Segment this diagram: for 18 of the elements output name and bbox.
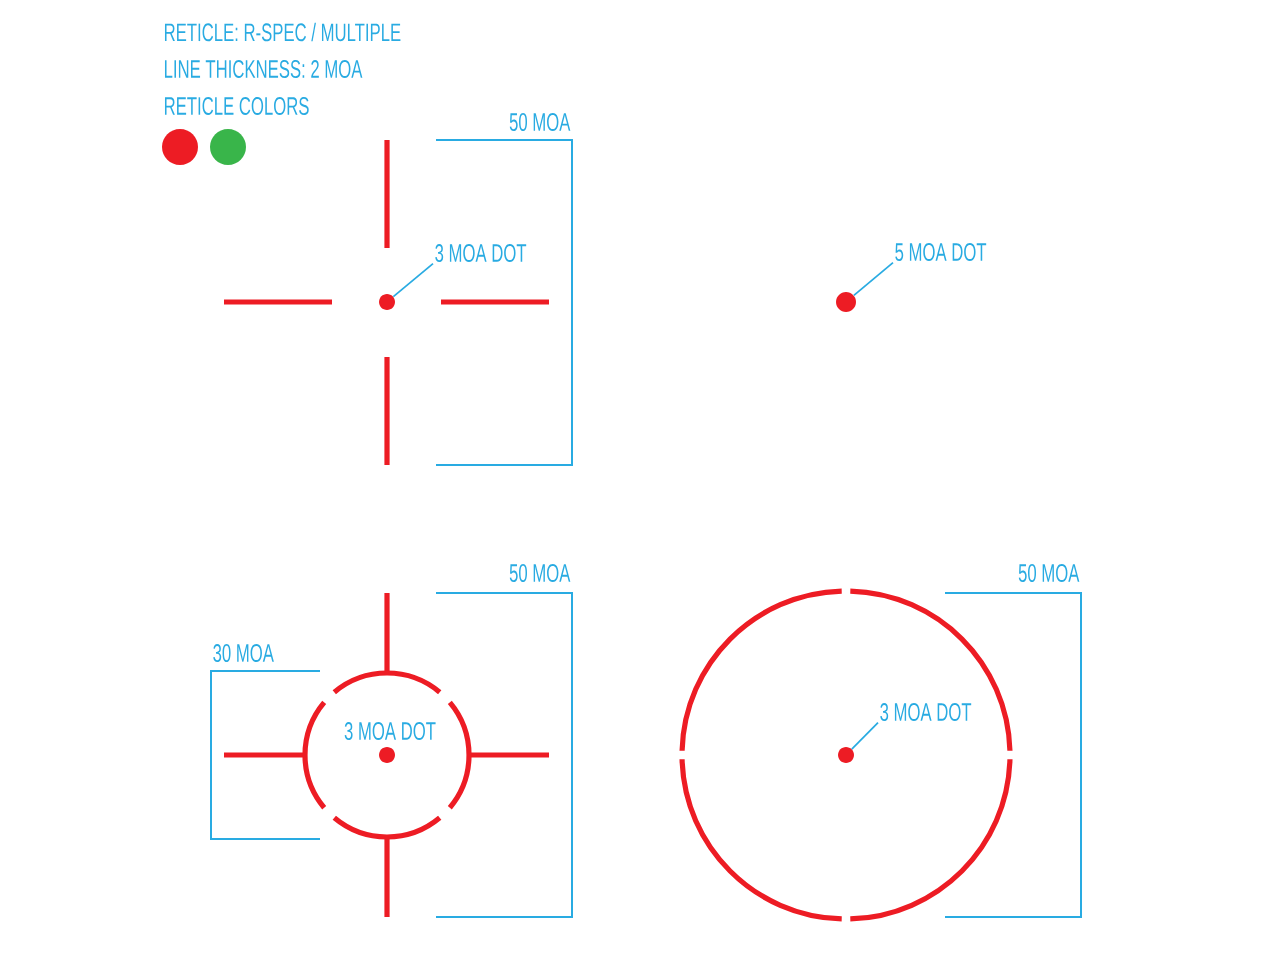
leader-line	[853, 261, 894, 297]
dimension-label: 50 MOA	[509, 113, 571, 131]
heading-text: LINE THICKNESS: 2 MOA	[165, 60, 363, 78]
reticle-dot	[379, 294, 395, 310]
reticle-dot	[379, 747, 395, 763]
callout-text: 3 MOA DOT	[344, 722, 436, 740]
reticle-dot	[838, 747, 854, 763]
reticle-dot	[836, 292, 856, 312]
leader-line	[850, 721, 879, 750]
heading-text: RETICLE: R-SPEC / MULTIPLE	[165, 22, 401, 42]
dimension-label: 50 MOA	[509, 564, 571, 582]
callout-text: 5 MOA DOT	[895, 243, 987, 261]
dimension-label: 50 MOA	[1018, 564, 1080, 582]
callout-text: 3 MOA DOT	[435, 244, 527, 262]
dimension-label: 30 MOA	[213, 644, 274, 662]
leader-line	[392, 262, 434, 298]
callout-text: 3 MOA DOT	[880, 703, 972, 721]
heading-text: RETICLE COLORS	[165, 97, 309, 115]
